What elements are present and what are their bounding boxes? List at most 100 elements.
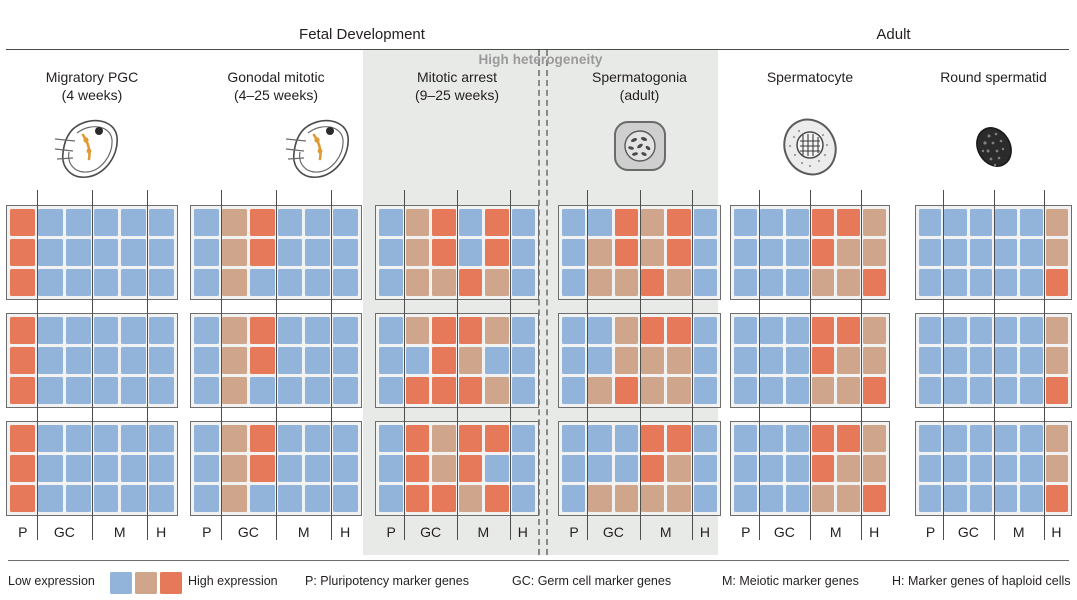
heatmap-cell [333,455,358,482]
gene-group-separator [147,190,149,540]
stage-name: Round spermatid [940,69,1047,85]
gene-group-separator [810,190,811,540]
heatmap-cell [969,347,992,374]
legend-high-expression-label: High expression [188,574,278,588]
heatmap-cell [37,269,63,296]
heatmap-cell [562,485,586,512]
heatmap-cell [919,485,942,512]
heatmap-cell [811,425,835,452]
heatmap-cell [837,377,861,404]
axis-label-h: H [699,524,710,540]
heatmap-cell [93,347,119,374]
heatmap-cell [277,377,303,404]
heatmap-cell [1045,317,1068,344]
heatmap-cell [405,455,429,482]
heatmap-cell [149,377,174,404]
stage-title-4: Spermatogonia(adult) [558,68,721,104]
heatmap-cell [837,269,861,296]
heatmap-cell [333,347,358,374]
heatmap-cell [511,425,535,452]
heatmap-cell [249,347,275,374]
heatmap-cell [562,347,586,374]
heatmap-cell [93,269,119,296]
heatmap-cell [837,485,861,512]
gene-group-separator [993,190,995,540]
heatmap-cell [837,239,861,266]
heatmap-cell [221,425,247,452]
heatmap-cell [641,455,665,482]
legend-swatch-high [160,572,182,594]
gene-group-separator [758,190,760,540]
heatmap-cell [863,269,886,296]
heatmap-cell [511,317,535,344]
heatmap-cell [485,209,509,236]
heatmap-cell [405,377,429,404]
heatmap-cell [485,239,509,266]
heatmap-cell [485,425,509,452]
heatmap-cell [458,239,482,266]
heatmap-cell [379,239,403,266]
stage-icon-wrap-2 [190,104,380,190]
heatmap-cell [734,317,757,344]
stage-name: Mitotic arrest [416,69,498,85]
heatmap-cell [379,455,403,482]
heatmap-cell [333,209,358,236]
heatmap-cell [837,425,861,452]
heatmap-cell [734,209,757,236]
heatmap-cell [1020,317,1043,344]
heatmap-cell [379,425,403,452]
heatmap-cell [432,455,456,482]
gene-group-separator [691,190,693,540]
heatmap-cell [969,269,992,296]
axis-label-p: P [925,524,936,540]
heatmap-cell [1020,377,1043,404]
gene-group-separator [220,190,222,540]
stage-name: Gonodal mitotic [227,69,325,85]
heatmap-cell [10,377,35,404]
axis-label-m: M [113,524,126,540]
heatmap-cell [614,269,638,296]
heatmap-cell [511,239,535,266]
heatmap-cell [562,209,586,236]
heatmap-cell [734,455,757,482]
heatmap-cell [944,377,967,404]
heatmap-cell [837,347,861,374]
heatmap-cell [149,425,174,452]
heatmap-cell [379,485,403,512]
heatmap-cell [221,209,247,236]
heatmap-cell [221,377,247,404]
heatmap-cell [10,269,35,296]
heatmap-cell [379,317,403,344]
heatmap-cell [458,209,482,236]
heatmap-cell [811,209,835,236]
heatmap-cell [405,209,429,236]
axis-label-p: P [569,524,579,540]
era-rule-adult [718,49,1069,50]
heatmap-cell [1045,485,1068,512]
heatmap-cell [194,209,219,236]
heatmap-cell [759,425,783,452]
stage-name: Migratory PGC [45,69,139,85]
axis-label-gc: GC [602,524,624,540]
heatmap-cell [641,347,665,374]
axis-label-m: M [659,524,672,540]
heatmap-cell [305,485,331,512]
heatmap-cell [1045,347,1068,374]
heatmap-cell [277,269,303,296]
legend-swatch-mid [135,572,157,594]
heatmap-cell [379,269,403,296]
heatmap-cell [10,485,35,512]
heatmap-cell [149,209,174,236]
heatmap-cell [641,269,665,296]
heatmap-cell [194,239,219,266]
heatmap-cell [305,209,331,236]
heatmap-cell [759,455,783,482]
heatmap-cell [693,425,717,452]
heatmap-cell [1020,209,1043,236]
heatmap-cell [562,317,586,344]
heatmap-cell [1020,485,1043,512]
heatmap-cell [458,425,482,452]
axis-label-p: P [202,524,212,540]
heatmap-cell [693,377,717,404]
heatmap-cell [614,317,638,344]
